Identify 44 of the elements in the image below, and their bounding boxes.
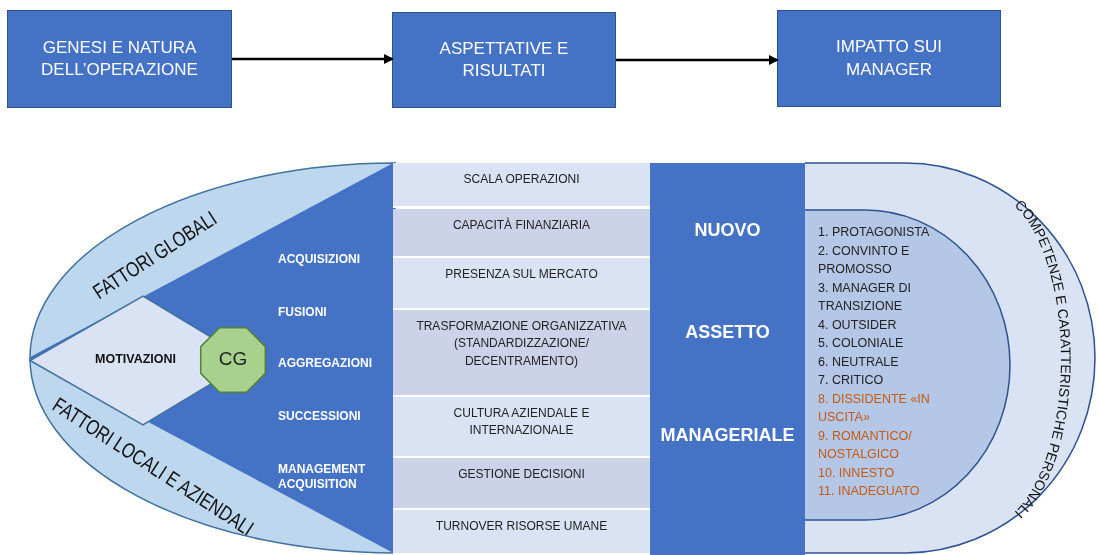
process-box bbox=[7, 10, 232, 108]
band-label: NUOVO bbox=[693, 219, 762, 242]
factor-row bbox=[393, 258, 650, 310]
row-label: GESTIONE DECISIONI bbox=[457, 466, 586, 483]
row-label: PRESENZA SUL MERCATO bbox=[444, 266, 599, 283]
row-label: CAPACITÀ FINANZIARIA bbox=[451, 217, 592, 234]
list-item: 2. CONVINTO E PROMOSSO bbox=[818, 242, 911, 278]
operation-label: AGGREGAZIONI bbox=[278, 356, 373, 371]
list-item: 10. INNESTO bbox=[818, 464, 896, 482]
row-label: TURNOVER RISORSE UMANE bbox=[434, 518, 609, 535]
list-item: 4. OUTSIDER bbox=[818, 316, 898, 334]
operation-label: SUCCESSIONI bbox=[278, 409, 362, 424]
list-item: 7. CRITICO bbox=[818, 372, 885, 389]
band-label: ASSETTO bbox=[684, 321, 771, 344]
operation-label: ACQUISIZIONI bbox=[278, 252, 361, 267]
row-label: TRASFORMAZIONE ORGANIZZATIVA (STANDARDIZZAZIONE/ DECENTRAMENTO) bbox=[415, 318, 628, 370]
process-box bbox=[777, 10, 1001, 107]
band-panel bbox=[650, 163, 805, 555]
list-item: 3. MANAGER DI TRANSIZIONE bbox=[818, 279, 913, 315]
row-label: SCALA OPERAZIONI bbox=[462, 171, 581, 188]
factor-row bbox=[393, 163, 650, 208]
factor-row bbox=[393, 510, 650, 555]
list-item: 9. ROMANTICO/ NOSTALGICO bbox=[818, 427, 913, 463]
band-label: MANAGERIALE bbox=[659, 424, 796, 447]
list-item: 6. NEUTRALE bbox=[818, 353, 900, 371]
list-item: 5. COLONIALE bbox=[818, 335, 905, 352]
operation-label: FUSIONI bbox=[278, 305, 328, 320]
list-item: 11. INADEGUATO bbox=[818, 483, 921, 500]
motivation-label: MOTIVAZIONI bbox=[95, 352, 177, 368]
list-item: 8. DISSIDENTE «IN USCITA» bbox=[818, 390, 931, 426]
box-label: IMPATTO SUI MANAGER bbox=[835, 36, 943, 81]
arrow bbox=[616, 55, 779, 65]
arrow bbox=[232, 54, 394, 64]
box-label: ASPETTATIVE E RISULTATI bbox=[438, 37, 570, 82]
row-label: CULTURA AZIENDALE E INTERNAZIONALE bbox=[452, 405, 591, 440]
factor-row bbox=[393, 209, 650, 258]
box-label: GENESI E NATURA DELL’OPERAZIONE bbox=[40, 36, 199, 81]
factor-row bbox=[393, 458, 650, 510]
factor-row bbox=[393, 397, 650, 458]
operation-label: MANAGEMENT ACQUISITION bbox=[278, 462, 367, 492]
factor-row bbox=[393, 310, 650, 397]
list-item: 1. PROTAGONISTA bbox=[818, 224, 931, 241]
badge-label: CG bbox=[217, 347, 249, 371]
process-box bbox=[392, 12, 616, 108]
